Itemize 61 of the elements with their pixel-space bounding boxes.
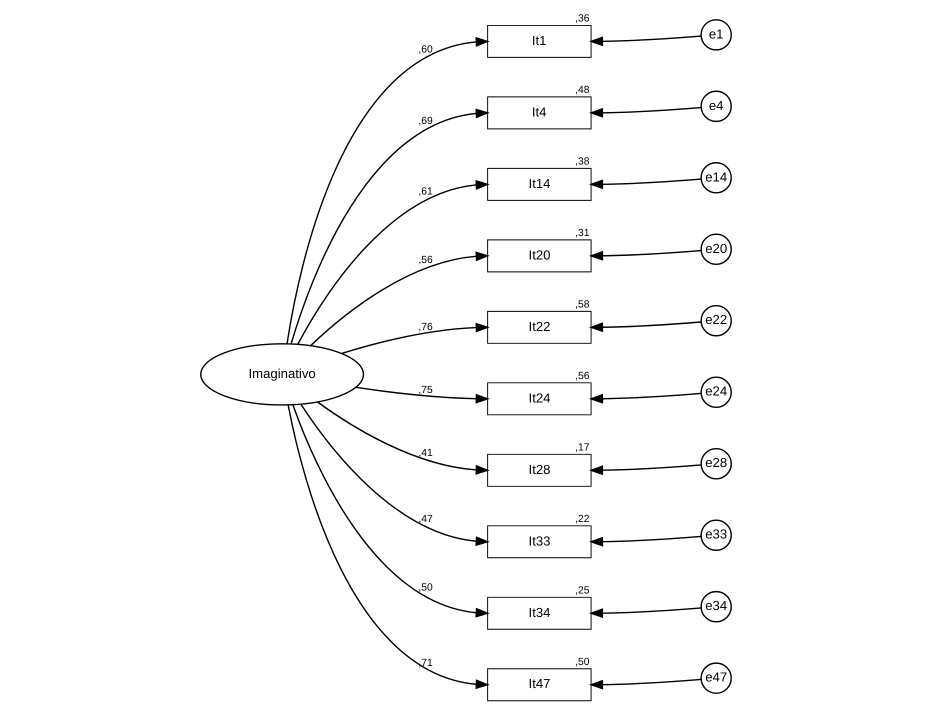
arrow [292,404,490,618]
node-label: ,22 [574,514,589,525]
node-box: It20 [486,239,592,272]
node-box: It28 [486,454,592,487]
arrow [296,180,490,345]
node-box: It4 [486,96,592,130]
node-box: It14 [486,168,592,201]
edge-label: ,61 [418,186,432,198]
edge-label: ,71 [418,658,432,669]
node-label: ,50 [574,656,589,668]
node-box: It47 [486,668,592,702]
node-circle: e22 [700,305,732,337]
arrow [588,678,701,690]
node-box: It22 [486,310,592,344]
arrow [310,251,490,346]
arrow [316,402,490,475]
node-box: It24 [486,382,592,416]
arrow [588,607,701,618]
node-circle: e14 [700,162,732,194]
node-label: ,25 [574,585,589,596]
node-label: ,36 [574,13,589,24]
node-box: It33 [486,525,592,558]
node-label: ,38 [574,156,589,168]
arrow [588,321,701,332]
edge-label: ,76 [418,322,432,333]
node-box: It34 [486,596,592,630]
node-circle: e33 [700,519,732,551]
node-label: ,58 [574,299,589,310]
arrow [341,322,490,354]
arrow [588,178,701,190]
node-label: ,17 [574,442,589,454]
edge-label: ,41 [418,448,432,460]
node-circle: e34 [700,590,732,622]
arrow [588,106,701,118]
edge-label: ,50 [418,582,432,594]
arrow [355,386,490,404]
arrow [588,250,701,261]
node-circle: e47 [700,662,732,694]
node-box: It1 [486,24,592,58]
node-label: ,56 [574,370,589,382]
node-ellipse: Imaginativo [200,343,364,406]
edge-label: ,75 [418,384,432,396]
node-circle: e28 [700,448,732,480]
arrow [588,536,701,547]
node-label: ,31 [574,228,589,239]
node-label: ,48 [574,84,589,96]
node-circle: e1 [700,19,732,51]
node-circle: e20 [700,234,732,266]
arrow [286,404,490,690]
arrow [588,35,701,46]
arrow [290,108,490,344]
arrow [300,404,490,546]
arrow [286,36,490,344]
arrow [588,392,701,404]
edge-label: ,56 [418,255,432,266]
edge-label: ,60 [418,44,432,56]
node-circle: e4 [700,90,732,122]
edge-label: ,47 [418,514,432,525]
arrow [588,464,701,476]
edge-label: ,69 [418,116,432,127]
node-circle: e24 [700,376,732,408]
